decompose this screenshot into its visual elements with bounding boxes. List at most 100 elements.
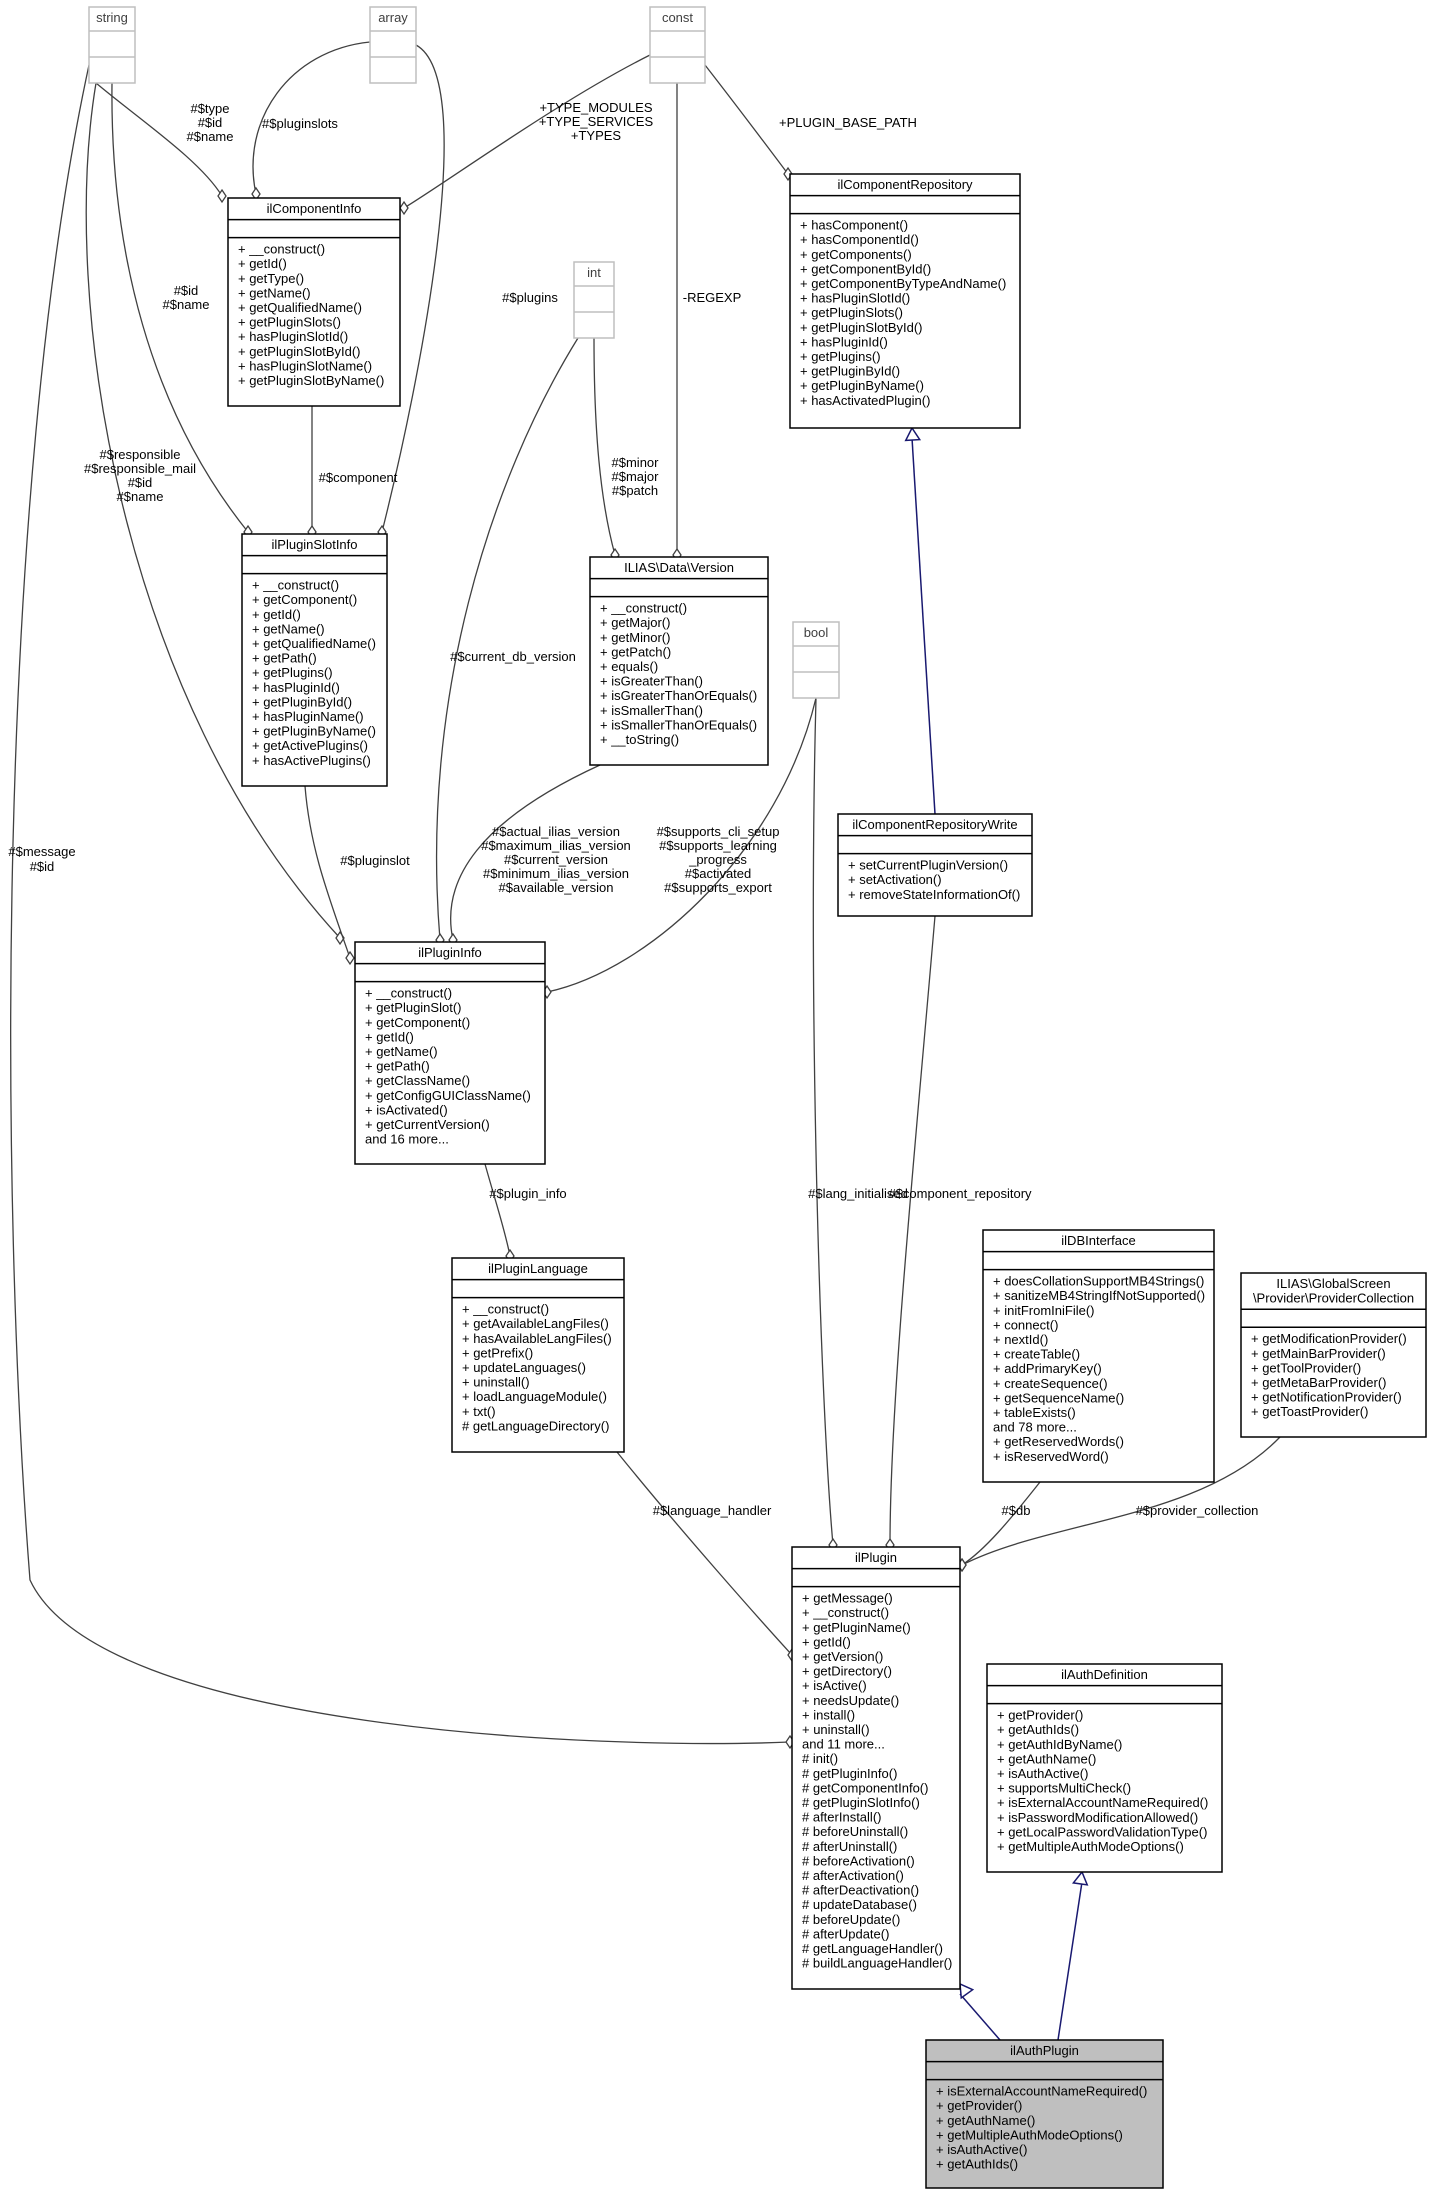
edge-label: _progress xyxy=(688,852,747,867)
class-member: + getName() xyxy=(252,621,325,636)
class-member: + getPluginByName() xyxy=(252,724,376,739)
inheritance-arrow-icon xyxy=(959,1982,975,2000)
class-name: ilPluginSlotInfo xyxy=(272,537,358,552)
class-member: + __construct() xyxy=(600,601,687,616)
class-node-ilauthplugin[interactable]: ilAuthPlugin+ isExternalAccountNameRequi… xyxy=(925,2039,1164,2189)
class-member: and 78 more... xyxy=(993,1420,1077,1435)
class-node-string[interactable]: string xyxy=(88,6,136,84)
class-member: + getSequenceName() xyxy=(993,1390,1124,1405)
class-member: + getPlugins() xyxy=(800,349,881,364)
class-member: + __toString() xyxy=(600,732,679,747)
class-member: + hasActivePlugins() xyxy=(252,753,371,768)
class-member: + isGreaterThanOrEquals() xyxy=(600,688,757,703)
association-edge-e13: #$supports_cli_setup#$supports_learning_… xyxy=(542,697,817,1000)
class-member: + hasPluginId() xyxy=(252,680,340,695)
edge-line xyxy=(450,764,601,941)
class-member: + uninstall() xyxy=(802,1722,870,1737)
edge-label: #$message xyxy=(8,844,75,859)
class-node-providercollection[interactable]: ILIAS\GlobalScreen\Provider\ProviderColl… xyxy=(1240,1272,1427,1438)
class-member: + getActivePlugins() xyxy=(252,738,368,753)
edge-label: #$minor xyxy=(612,455,660,470)
edge-label: #$name xyxy=(187,129,234,144)
class-member: + getId() xyxy=(365,1029,414,1044)
aggregation-diamond-icon xyxy=(399,200,409,216)
class-member: # init() xyxy=(802,1751,838,1766)
class-node-ilpluginlanguage[interactable]: ilPluginLanguage+ __construct()+ getAvai… xyxy=(451,1257,625,1453)
class-name: ilPluginLanguage xyxy=(488,1261,588,1276)
class-member: + hasActivatedPlugin() xyxy=(800,393,930,408)
edge-label: #$activated xyxy=(685,866,752,881)
class-name: string xyxy=(96,10,128,25)
class-member: + getClassName() xyxy=(365,1073,470,1088)
class-node-bool[interactable]: bool xyxy=(792,621,840,699)
edge-label: #$id xyxy=(198,115,223,130)
class-member: + __construct() xyxy=(238,242,325,257)
class-member: + install() xyxy=(802,1707,855,1722)
class-member: + getCurrentVersion() xyxy=(365,1117,490,1132)
class-node-ilcomponentrepository[interactable]: ilComponentRepository+ hasComponent()+ h… xyxy=(789,173,1021,429)
class-member: + getPluginSlots() xyxy=(238,315,341,330)
class-node-ilcomponentinfo[interactable]: ilComponentInfo+ __construct()+ getId()+… xyxy=(227,197,401,407)
association-edge-e20: #$language_handler xyxy=(616,1451,797,1663)
association-edge-e2: #$pluginslots xyxy=(251,41,371,202)
association-edge-e8: -REGEXP xyxy=(672,83,741,563)
class-member: # buildLanguageHandler() xyxy=(802,1956,952,1971)
class-node-ilpluginslotinfo[interactable]: ilPluginSlotInfo+ __construct()+ getComp… xyxy=(241,533,388,787)
class-member: + getAuthName() xyxy=(997,1751,1096,1766)
class-member: + __construct() xyxy=(365,986,452,1001)
edge-label: #$pluginslots xyxy=(262,116,338,131)
class-name: ilPluginInfo xyxy=(418,945,482,960)
class-member: # beforeUninstall() xyxy=(802,1824,908,1839)
class-member: + getToastProvider() xyxy=(1251,1404,1368,1419)
edge-line xyxy=(10,64,791,1745)
class-box xyxy=(982,1229,1215,1483)
class-node-ilplugin[interactable]: ilPlugin+ getMessage()+ __construct()+ g… xyxy=(791,1546,961,1990)
class-member: + isAuthActive() xyxy=(997,1766,1088,1781)
class-member: + getPatch() xyxy=(600,644,671,659)
class-member: + getVersion() xyxy=(802,1649,883,1664)
association-edge-e7: #$component xyxy=(307,406,398,540)
edge-label: #$supports_export xyxy=(664,880,772,895)
class-node-ilcomponentrepositorywrite[interactable]: ilComponentRepositoryWrite+ setCurrentPl… xyxy=(837,813,1033,917)
class-name: const xyxy=(662,10,693,25)
edge-line xyxy=(812,697,834,1546)
class-member: + getPluginSlots() xyxy=(800,305,903,320)
class-member: + getPlugins() xyxy=(252,665,333,680)
class-member: + isSmallerThan() xyxy=(600,703,703,718)
edge-line xyxy=(546,697,817,993)
class-member: + hasAvailableLangFiles() xyxy=(462,1331,612,1346)
association-edge-e17: #$plugin_info xyxy=(484,1163,567,1264)
edge-line xyxy=(961,1481,1041,1566)
class-node-array[interactable]: array xyxy=(369,6,417,84)
class-name: ilComponentRepository xyxy=(837,177,973,192)
class-member: + getAvailableLangFiles() xyxy=(462,1316,609,1331)
edge-line xyxy=(435,337,579,941)
class-node-const[interactable]: const xyxy=(649,6,706,84)
edge-label: +TYPES xyxy=(571,128,622,143)
class-member: + isActivated() xyxy=(365,1102,448,1117)
association-edge-e22: #$provider_collection xyxy=(957,1436,1281,1573)
class-member: + getMajor() xyxy=(600,615,670,630)
edge-label: #$language_handler xyxy=(653,1503,772,1518)
class-name: ilAuthPlugin xyxy=(1010,2043,1079,2058)
class-node-version[interactable]: ILIAS\Data\Version+ __construct()+ getMa… xyxy=(589,556,769,766)
class-node-ilplugininfo[interactable]: ilPluginInfo+ __construct()+ getPluginSl… xyxy=(354,941,546,1165)
class-node-int[interactable]: int xyxy=(573,261,615,339)
class-box xyxy=(789,173,1021,429)
edge-line xyxy=(911,437,936,815)
edge-line xyxy=(111,82,249,533)
class-member: + getName() xyxy=(238,285,311,300)
class-member: + getAuthIds() xyxy=(936,2157,1018,2172)
class-member: + getId() xyxy=(252,607,301,622)
edge-label: #$supports_cli_setup xyxy=(657,824,780,839)
class-member: and 16 more... xyxy=(365,1132,449,1147)
class-member: and 11 more... xyxy=(802,1737,885,1752)
class-node-ildbinterface[interactable]: ilDBInterface+ doesCollationSupportMB4St… xyxy=(982,1229,1215,1483)
class-node-ilauthdefinition[interactable]: ilAuthDefinition+ getProvider()+ getAuth… xyxy=(986,1663,1223,1873)
class-box xyxy=(88,6,136,84)
class-member: # getLanguageHandler() xyxy=(802,1941,943,1956)
edge-line xyxy=(616,1451,793,1656)
edge-label: #$available_version xyxy=(499,880,614,895)
inheritance-edge-e23 xyxy=(959,1982,1001,2041)
class-member: + createSequence() xyxy=(993,1376,1108,1391)
